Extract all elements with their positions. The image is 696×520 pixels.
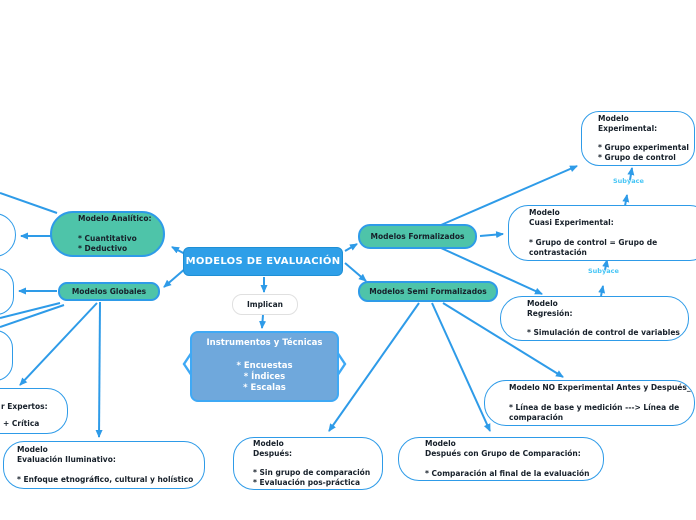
node-modelo-experimental[interactable]: Modelo Experimental: * Grupo experimenta…	[581, 111, 695, 166]
subyace-label-lower: Subyace	[588, 267, 619, 275]
node-modelo-despues-con-grupo[interactable]: Modelo Después con Grupo de Comparación:…	[398, 437, 604, 481]
expertos-text-line1: r Expertos:	[1, 402, 48, 411]
node-modelo-iluminativo[interactable]: Modelo Evaluación Iluminativo: * Enfoque…	[3, 441, 205, 489]
node-label: Modelo Analítico: * Cuantitativo * Deduc…	[78, 214, 152, 253]
node-label: Modelos Globales	[71, 286, 147, 296]
node-implican[interactable]: Implican	[232, 294, 298, 315]
node-modelos-formalizados[interactable]: Modelos Formalizados	[358, 224, 477, 249]
right-brace-decoration	[336, 351, 347, 377]
node-label: Modelo NO Experimental Antes y Después_ …	[509, 383, 691, 422]
node-expertos-clipped[interactable]: r Expertos: + Crítica	[0, 388, 68, 434]
node-label: Modelo Después: * Sin grupo de comparaci…	[253, 438, 371, 488]
node-label: Instrumentos y Técnicas * Encuestas * Ín…	[206, 338, 323, 394]
node-label: Modelo Regresión: * Simulación de contro…	[527, 298, 680, 338]
central-title: MODELOS DE EVALUACIÓN	[185, 255, 341, 267]
node-modelo-despues[interactable]: Modelo Después: * Sin grupo de comparaci…	[233, 437, 383, 490]
node-label: Modelo Experimental: * Grupo experimenta…	[598, 113, 689, 163]
node-modelos-de-evaluacion[interactable]: MODELOS DE EVALUACIÓN	[183, 247, 343, 276]
node-modelos-globales[interactable]: Modelos Globales	[58, 282, 160, 301]
node-label: Modelo Después con Grupo de Comparación:…	[425, 439, 590, 478]
left-brace-decoration	[182, 351, 193, 377]
node-modelo-cuasi-experimental[interactable]: Modelo Cuasi Experimental: * Grupo de co…	[508, 205, 696, 261]
expertos-text-line2: + Crítica	[3, 419, 40, 428]
node-label: Modelos Semi Formalizados	[369, 286, 487, 296]
node-modelo-analitico[interactable]: Modelo Analítico: * Cuantitativo * Deduc…	[50, 211, 165, 257]
node-modelo-no-experimental[interactable]: Modelo NO Experimental Antes y Después_ …	[484, 380, 695, 426]
node-label: Modelo Cuasi Experimental: * Grupo de co…	[529, 208, 658, 257]
node-label: Implican	[247, 299, 283, 309]
node-label: Modelos Formalizados	[370, 231, 465, 241]
node-modelo-regresion[interactable]: Modelo Regresión: * Simulación de contro…	[500, 296, 689, 341]
subyace-label-upper: Subyace	[613, 177, 644, 185]
node-instrumentos-y-tecnicas[interactable]: Instrumentos y Técnicas * Encuestas * Ín…	[190, 331, 339, 402]
node-label: Modelo Evaluación Iluminativo: * Enfoque…	[17, 445, 194, 484]
node-modelos-semi-formalizados[interactable]: Modelos Semi Formalizados	[358, 281, 498, 302]
